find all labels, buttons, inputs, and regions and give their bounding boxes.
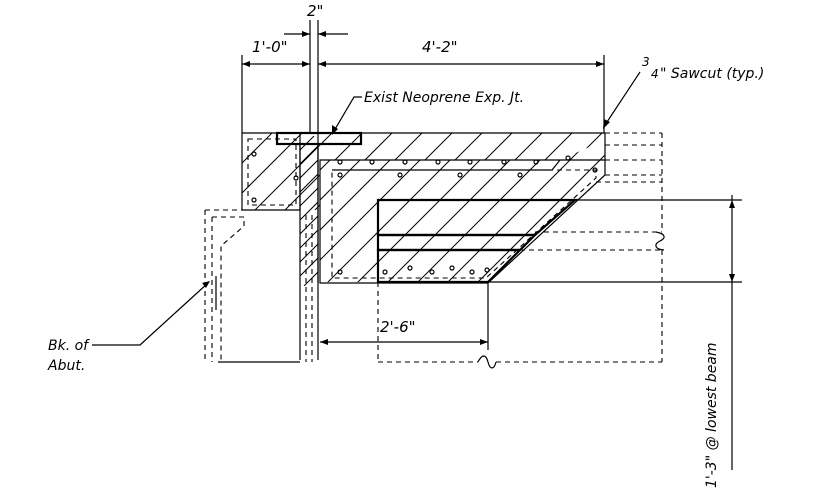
hatch-line xyxy=(687,140,820,283)
hatch-line xyxy=(416,140,561,282)
neoprene-joint-label: Exist Neoprene Exp. Jt. xyxy=(364,90,524,106)
existing-beams xyxy=(376,198,578,284)
hatch-line xyxy=(326,140,471,282)
back-of-abutment-label-2: Abut. xyxy=(47,358,85,374)
hatch-line xyxy=(242,133,243,210)
hatch-line xyxy=(320,140,411,282)
hatch-line xyxy=(374,133,453,210)
hatch-line xyxy=(300,145,318,165)
hatch-line xyxy=(300,173,318,193)
hatch-line xyxy=(254,133,333,210)
hatch-line xyxy=(402,136,552,286)
hatch-line xyxy=(300,159,318,179)
sawcut-fraction-denominator: 4 xyxy=(651,67,659,81)
hatch-line xyxy=(458,136,608,286)
hatch-line xyxy=(300,136,301,137)
hatch-line xyxy=(300,215,318,235)
hatch-line xyxy=(464,133,543,210)
dim-two-six-label: 2'-6" xyxy=(380,318,416,336)
hatch-line xyxy=(657,140,800,283)
beam-dashed-extents xyxy=(377,132,665,369)
hatch-line xyxy=(627,140,770,283)
hatch-line xyxy=(434,133,513,210)
leaders xyxy=(92,71,641,346)
dim-four-two-label: 4'-2" xyxy=(422,38,458,56)
hatch-line xyxy=(317,285,318,286)
hatch-line xyxy=(360,136,510,286)
hatch-line xyxy=(524,133,603,210)
dimension-lines xyxy=(241,20,742,470)
hatch-line xyxy=(388,136,538,286)
hatch-line xyxy=(356,140,501,282)
hatch-line xyxy=(300,136,315,151)
sawcut-fraction-numerator: 3 xyxy=(642,55,650,69)
hatch-line xyxy=(566,140,605,282)
hatch-line xyxy=(242,133,273,210)
hatch-line xyxy=(747,140,820,283)
hatch-line xyxy=(596,140,605,282)
hatch-line xyxy=(645,133,722,210)
hatch-line xyxy=(675,133,752,210)
hatch-line xyxy=(300,201,318,221)
hatch-line xyxy=(476,140,605,282)
reinforcing-bars xyxy=(251,151,598,275)
abutment-backwall xyxy=(204,209,300,363)
hatch-line xyxy=(320,140,321,282)
joint-hatching xyxy=(300,136,608,286)
sawcut-label: " Sawcut (typ.) xyxy=(660,66,764,82)
hatch-line xyxy=(300,243,318,263)
neoprene-joint-plates xyxy=(275,131,363,362)
hatch-line xyxy=(506,140,605,282)
hatch-line xyxy=(320,140,381,282)
hatch-line xyxy=(404,133,483,210)
hatch-line xyxy=(320,140,441,282)
back-of-abutment-label-1: Bk. of xyxy=(48,338,90,354)
dim-two-inch-label: 2" xyxy=(307,2,323,20)
lowest-beam-dimension-label: 1'-3" @ lowest beam xyxy=(704,342,720,488)
hatch-line xyxy=(494,133,573,210)
hatch-line xyxy=(416,136,566,286)
hatch-line xyxy=(446,140,591,282)
hatch-line xyxy=(386,140,531,282)
hatch-line xyxy=(320,140,351,282)
hatch-line xyxy=(242,133,303,210)
hatch-line xyxy=(300,257,318,277)
dim-one-foot-label: 1'-0" xyxy=(252,38,288,56)
